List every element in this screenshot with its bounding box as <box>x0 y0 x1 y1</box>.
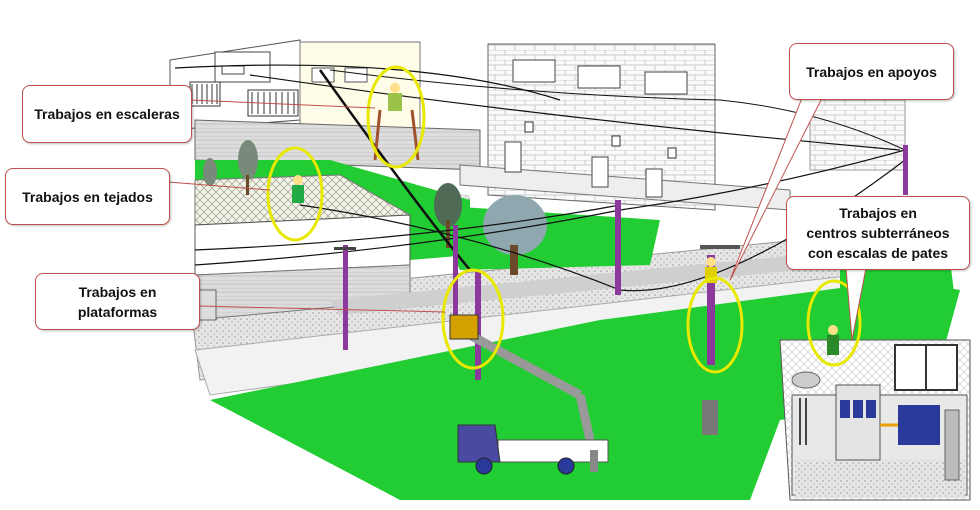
underground-substation <box>779 339 971 501</box>
callout-tejados: Trabajos en tejados <box>5 168 170 225</box>
callout-apoyos-text: Trabajos en apoyos <box>806 63 937 80</box>
trees <box>203 140 547 275</box>
callout-pointers <box>167 97 867 341</box>
highlight-roof <box>266 146 324 242</box>
highlight-ladder <box>366 65 426 169</box>
callout-subterraneos: Trabajos en centros subterráneos con esc… <box>786 196 970 270</box>
highlight-pole <box>686 276 744 374</box>
aerial-lift-truck <box>449 314 609 475</box>
workers <box>292 83 839 355</box>
callout-subterraneos-text: Trabajos en centros subterráneos con esc… <box>806 205 950 261</box>
callout-escaleras: Trabajos en escaleras <box>22 85 192 143</box>
houses-left <box>169 39 481 171</box>
callout-escaleras-text: Trabajos en escaleras <box>34 106 180 122</box>
highlight-underground <box>806 279 862 367</box>
highlight-platform <box>441 268 505 370</box>
building-right <box>459 43 906 211</box>
callout-plataformas-text: Trabajos en plataformas <box>77 283 158 320</box>
callout-plataformas: Trabajos en plataformas <box>35 273 200 330</box>
highlight-ellipses <box>266 65 862 374</box>
callout-tejados-text: Trabajos en tejados <box>22 188 153 205</box>
callout-apoyos: Trabajos en apoyos <box>789 43 954 100</box>
